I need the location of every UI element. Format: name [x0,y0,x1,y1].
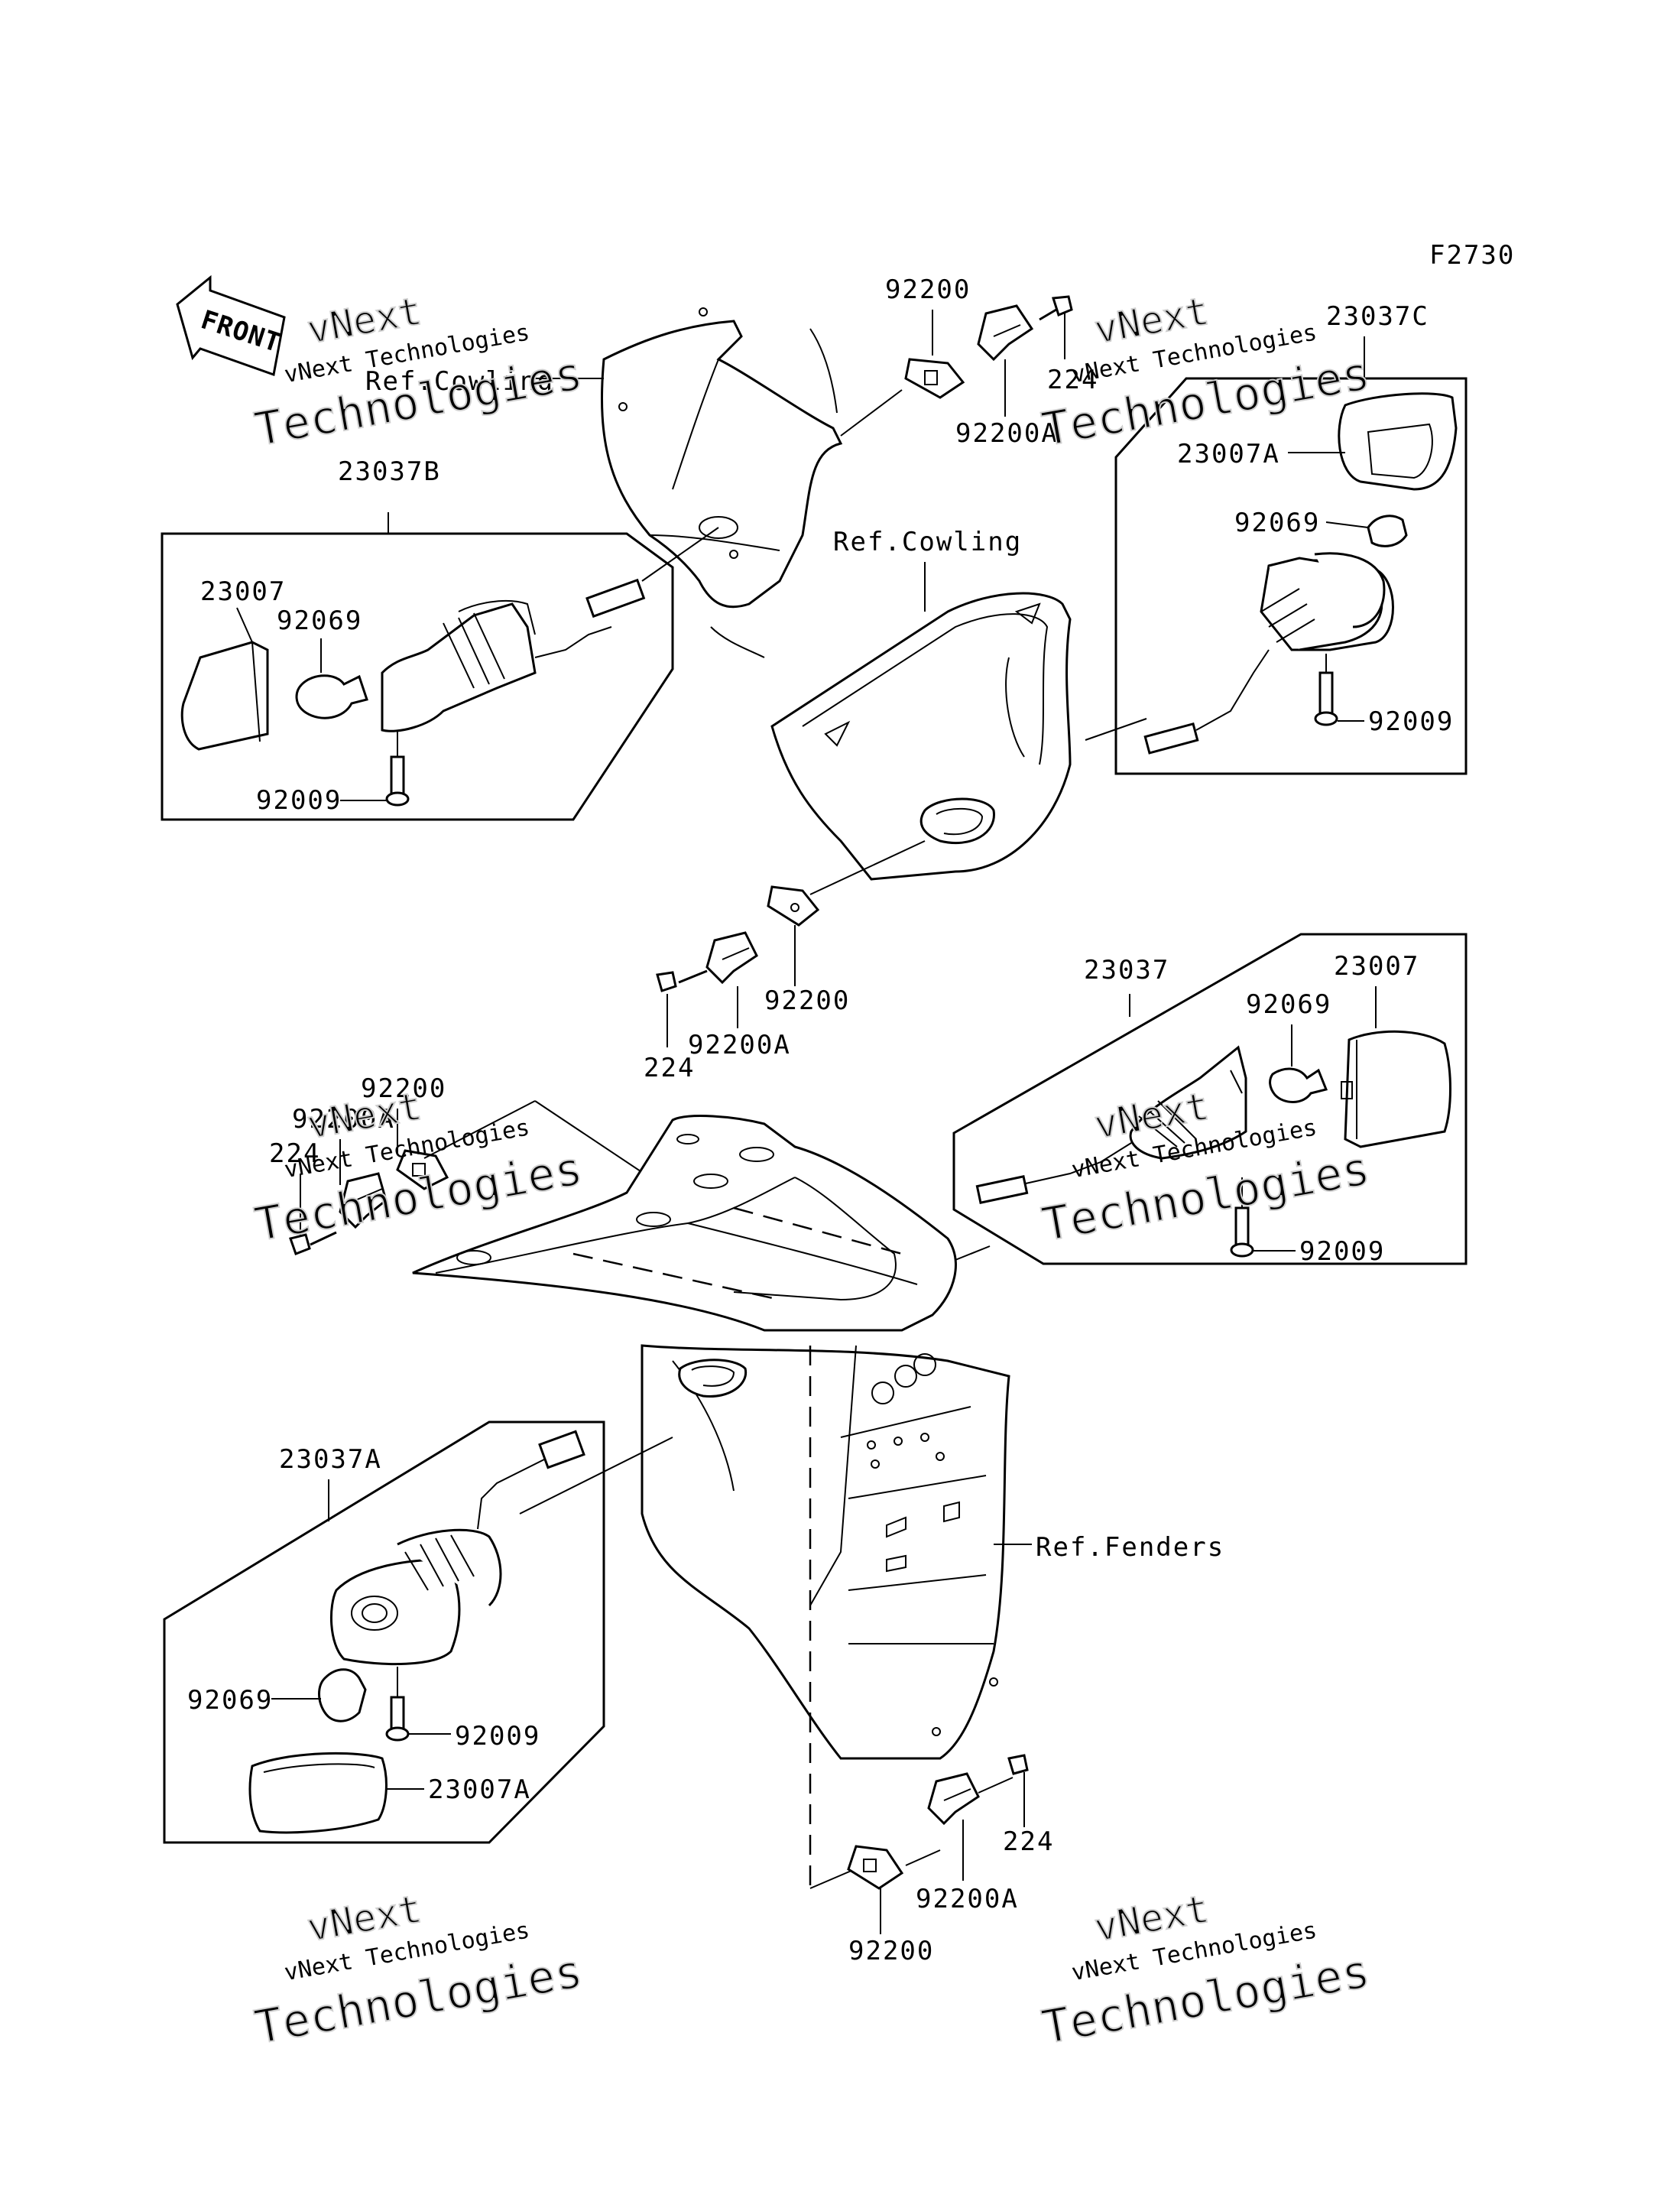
group-front-right: 23037C 23007A 92069 92009 [1114,301,1468,775]
grommet-middle-bolt-label: 224 [644,1053,695,1083]
grommet-bottom-plate-label: 92200 [848,1936,934,1966]
cowling-top [601,307,843,658]
lens-23007a-label: 23007A [1177,439,1280,469]
lens-23007a-lower [248,1752,388,1834]
screw-92009-right-label: 92009 [1368,706,1454,737]
housing-23037b [381,602,537,732]
group-rear-left: 23037B 23007 92069 92009 [161,456,674,821]
grommet-bottom-bracket-label: 92200A [916,1884,1019,1914]
cowling-mid [770,592,1072,881]
bulb-92069-label: 92069 [277,606,362,636]
grommet-top-bracket-label: 92200A [955,418,1059,449]
group-rear-lower-left: 23037A 92069 92009 23007A [163,1420,673,1844]
grommet-set-top: 92200 92200A 224 [840,274,1098,449]
grommet-top-bolt-label: 224 [1047,365,1098,395]
lens-23007a-lower-label: 23007A [428,1774,531,1805]
lens-23007-mid-label: 23007 [1334,951,1419,982]
rear-fender [412,1115,1010,1888]
assembly-23037b-label: 23037B [338,456,441,487]
lens-23007-mid [1344,1030,1451,1148]
screw-92009-label: 92009 [256,785,342,816]
ref-fenders-label: Ref.Fenders [1036,1532,1224,1563]
watermark-5: vNext vNext Technologies Technologies [250,1886,587,2056]
bulb-92069-lower-label: 92069 [187,1685,273,1716]
grommet-left-bracket-label: 92200A [292,1104,395,1135]
bulb-92069-right-label: 92069 [1234,508,1320,538]
grommet-set-middle: 92200 92200A 224 [644,840,926,1083]
bulb-92069 [295,674,368,719]
bulb-92069-right [1367,515,1408,547]
ref-cowling-mid-label: Ref.Cowling [833,527,1022,557]
grommet-top-plate-label: 92200 [885,274,971,305]
grommet-left-bolt-label: 224 [269,1138,320,1169]
grommet-set-bottom: 224 92200A 92200 [809,1754,1054,1966]
bulb-92069-mid-label: 92069 [1246,989,1331,1020]
ref-cowling-top-label: Ref.Cowling [365,366,554,397]
watermark-1: vNext vNext Technologies Technologies [250,288,587,458]
watermark-6: vNext vNext Technologies Technologies [1037,1886,1374,2056]
grommet-set-left: 92200 92200A 224 [269,1073,650,1255]
lens-23007a [1338,392,1458,491]
watermark-2: vNext vNext Technologies Technologies [1037,288,1374,458]
lens-23007-label: 23007 [200,576,286,607]
assembly-23037a-label: 23037A [279,1444,382,1475]
group-front-mid-right: 23037 23007 92069 92009 [952,933,1468,1267]
screw-92009-mid-label: 92009 [1299,1236,1385,1267]
screw-92009 [390,755,405,797]
grommet-middle-plate-label: 92200 [764,985,850,1016]
assembly-23037-label: 23037 [1084,955,1169,985]
lens-23007 [180,641,269,751]
front-arrow-icon: FRONT [176,274,286,376]
figure-code: F2730 [1429,240,1515,271]
assembly-23037c-label: 23037C [1326,301,1429,332]
screw-92009-lower-label: 92009 [455,1721,540,1752]
grommet-bottom-bolt-label: 224 [1003,1826,1054,1857]
grommet-left-plate-label: 92200 [361,1073,446,1104]
grommet-middle-bracket-label: 92200A [688,1030,791,1060]
